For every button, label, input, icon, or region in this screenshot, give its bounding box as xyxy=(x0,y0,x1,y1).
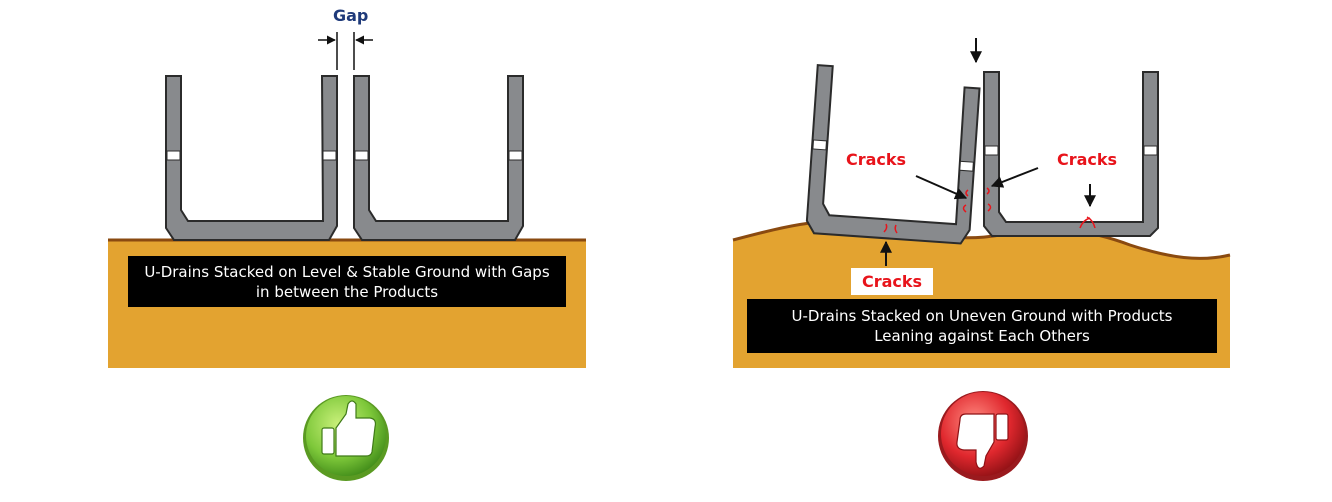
left-caption: U-Drains Stacked on Level & Stable Groun… xyxy=(128,256,566,307)
joint-mark xyxy=(984,145,999,156)
u-drain-left-1 xyxy=(165,75,338,241)
thumbs-up-icon xyxy=(303,395,389,481)
left-caption-line1: U-Drains Stacked on Level & Stable Groun… xyxy=(144,262,550,281)
joint-mark xyxy=(1143,145,1158,156)
right-caption-line2: Leaning against Each Others xyxy=(874,327,1090,345)
cracks-label-right: Cracks xyxy=(1057,150,1118,169)
right-panel xyxy=(732,38,1231,481)
gap-dimension xyxy=(318,32,373,70)
u-drain-right-2 xyxy=(983,71,1159,237)
thumbs-down-icon xyxy=(938,391,1028,481)
joint-mark xyxy=(354,150,369,161)
right-caption-line1: U-Drains Stacked on Uneven Ground with P… xyxy=(791,307,1173,325)
gap-label: Gap xyxy=(333,6,369,25)
cracks-label-left: Cracks xyxy=(846,150,907,169)
left-caption-line2: in between the Products xyxy=(255,282,439,301)
joint-mark xyxy=(508,150,523,161)
cracks-label-bottom: Cracks xyxy=(851,268,933,295)
crack-pointers xyxy=(880,38,1096,266)
joint-mark xyxy=(166,150,181,161)
u-drain-left-2 xyxy=(353,75,524,241)
u-drain-right-1 xyxy=(805,64,981,245)
joint-mark xyxy=(322,150,337,161)
right-caption: U-Drains Stacked on Uneven Ground with P… xyxy=(747,299,1217,353)
